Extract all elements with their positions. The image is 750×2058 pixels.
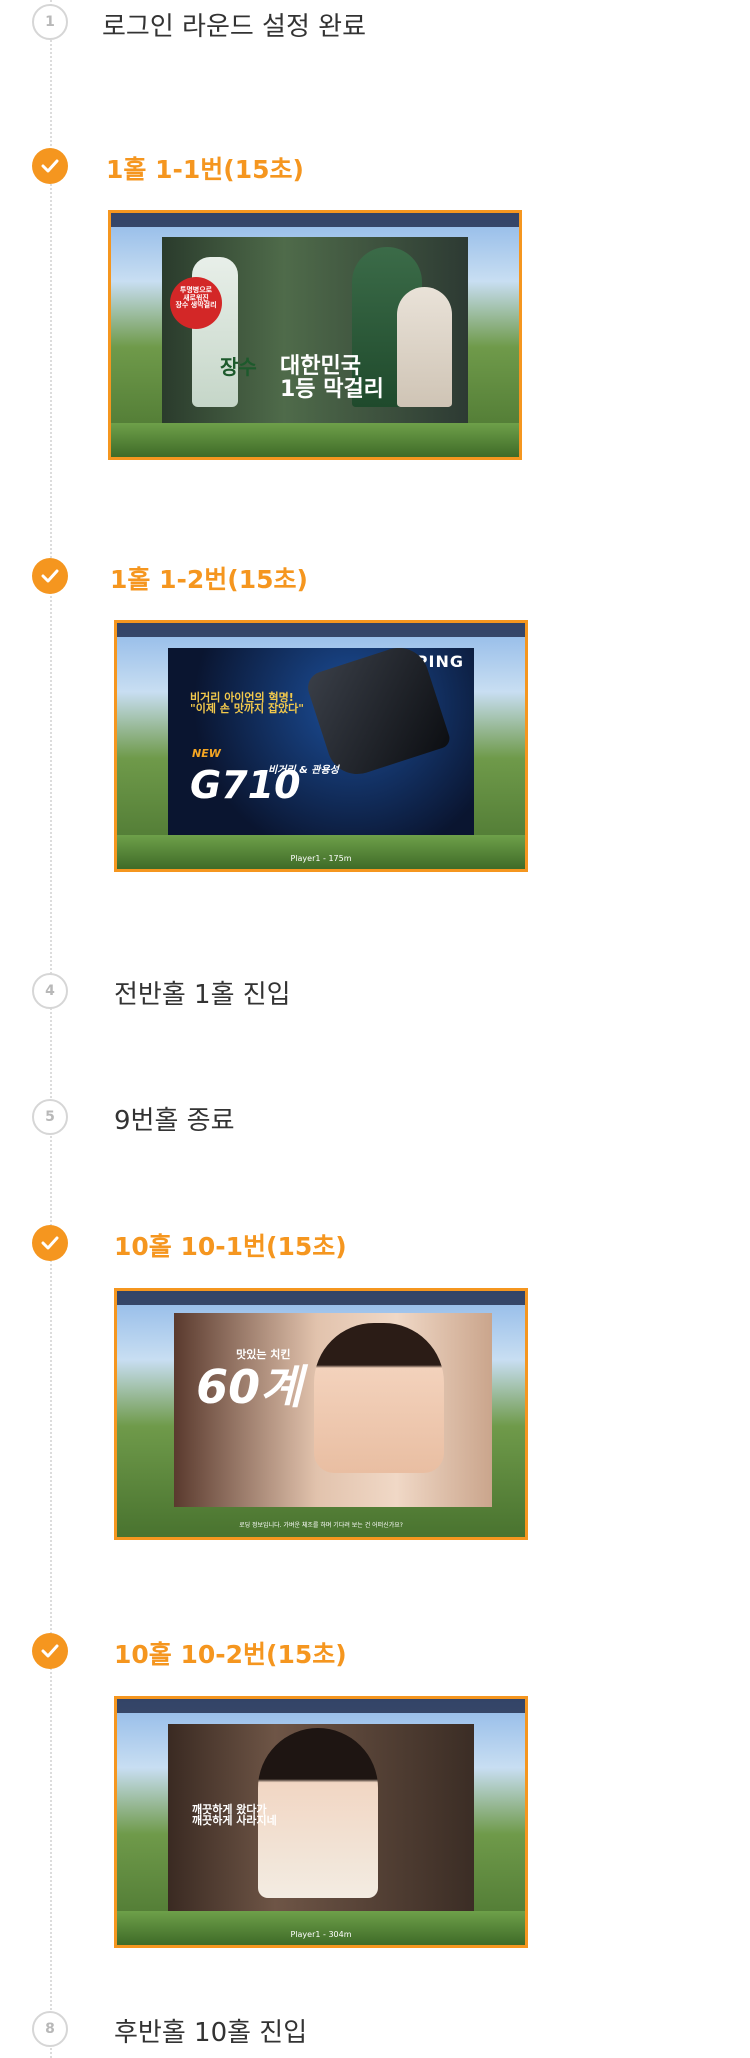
game-course-bar <box>111 422 519 457</box>
ad-thumbnail-4[interactable]: 깨끗하게 왔다가 깨끗하게 사라지네 Player1 - 304m <box>114 1696 528 1948</box>
game-header-bar <box>117 623 525 637</box>
step-label-1: 로그인 라운드 설정 완료 <box>102 12 366 42</box>
step-label-5: 9번홀 종료 <box>114 1106 235 1136</box>
hud-player: Player1 - 304m <box>290 1930 352 1939</box>
loading-footer: 로딩 정보입니다. 가벼운 체조를 하며 기다려 보는 건 어떠신가요? <box>239 1522 403 1529</box>
game-course-bar <box>117 1910 525 1945</box>
person-image <box>314 1323 445 1474</box>
ad-sub: NEW <box>192 746 221 760</box>
check-icon <box>32 148 68 184</box>
step-number-5: 5 <box>32 1099 68 1135</box>
game-header-bar <box>111 213 519 227</box>
ad-thumbnail-1[interactable]: 장수 투명병으로 새로워진 장수 생막걸리 대한민국 1등 막걸리 <box>108 210 522 460</box>
ad-video-frame: 깨끗하게 왔다가 깨끗하게 사라지네 <box>168 1723 474 1911</box>
check-icon <box>32 558 68 594</box>
ad-brand: 장수 <box>220 355 257 380</box>
ad-brand: PING <box>415 651 464 671</box>
ad-sub2: 비거리 & 관용성 <box>268 764 339 776</box>
step-label-6: 10홀 10-1번(15초) <box>114 1232 347 1261</box>
timeline-line <box>50 0 52 2058</box>
ad-tagline: 맛있는 치킨 <box>236 1348 291 1362</box>
ad-video-frame: 장수 투명병으로 새로워진 장수 생막걸리 대한민국 1등 막걸리 <box>162 237 468 423</box>
game-header-bar <box>117 1699 525 1713</box>
step-number-8: 8 <box>32 2011 68 2047</box>
step-label-7: 10홀 10-2번(15초) <box>114 1640 347 1669</box>
step-number-4: 4 <box>32 973 68 1009</box>
ad-model: G710 <box>190 762 301 807</box>
person-image-2 <box>397 287 452 408</box>
game-header-bar <box>117 1291 525 1305</box>
person-image <box>258 1727 378 1898</box>
ad-badge: 투명병으로 새로워진 장수 생막걸리 <box>170 277 222 330</box>
ad-video-frame: PING 비거리 아이언의 혁명! "이제 손 맛까지 잡았다" NEW G71… <box>168 647 474 835</box>
ad-video-frame: 맛있는 치킨 60계 <box>174 1313 493 1508</box>
step-label-2: 1홀 1-1번(15초) <box>106 155 304 184</box>
check-icon <box>32 1225 68 1261</box>
step-label-3: 1홀 1-2번(15초) <box>110 565 308 594</box>
ad-tagline: 비거리 아이언의 혁명! "이제 손 맛까지 잡았다" <box>190 690 305 716</box>
game-course-bar <box>117 834 525 869</box>
step-label-4: 전반홀 1홀 진입 <box>114 980 291 1010</box>
ad-headline: 깨끗하게 왔다가 깨끗하게 사라지네 <box>192 1802 277 1828</box>
step-label-8: 후반홀 10홀 진입 <box>114 2018 308 2048</box>
check-icon <box>32 1633 68 1669</box>
hud-player: Player1 - 175m <box>290 854 352 863</box>
ad-thumbnail-2[interactable]: PING 비거리 아이언의 혁명! "이제 손 맛까지 잡았다" NEW G71… <box>114 620 528 872</box>
step-number-1: 1 <box>32 4 68 40</box>
ad-headline: 60계 <box>196 1360 303 1415</box>
ad-thumbnail-3[interactable]: 맛있는 치킨 60계 로딩 정보입니다. 가벼운 체조를 하며 기다려 보는 건… <box>114 1288 528 1540</box>
ad-headline: 대한민국 1등 막걸리 <box>280 354 384 403</box>
